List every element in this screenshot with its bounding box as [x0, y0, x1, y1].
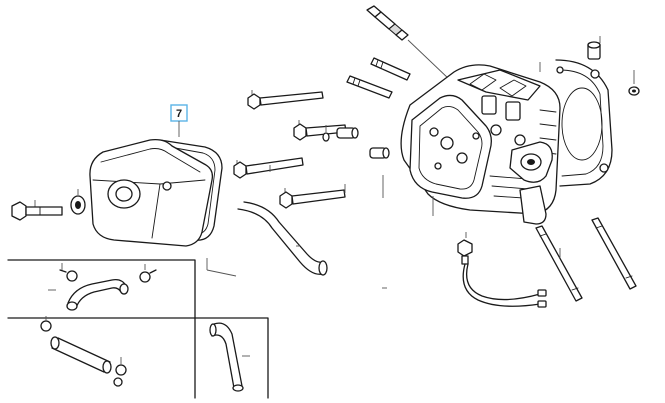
head-studs-lower[interactable] — [535, 217, 637, 302]
breather-hose[interactable] — [206, 201, 328, 277]
dowel-top-right[interactable] — [587, 36, 601, 60]
cover-washer[interactable] — [70, 189, 86, 215]
inset-frames — [7, 259, 269, 399]
cover-stud[interactable] — [233, 157, 304, 179]
head-studs-upper[interactable] — [346, 57, 411, 99]
spark-plug[interactable] — [366, 5, 451, 81]
inset-straight-hose[interactable] — [40, 316, 127, 387]
head-gasket[interactable] — [555, 59, 613, 187]
inset-hose-with-clamps[interactable] — [48, 263, 157, 311]
callout-7[interactable]: 7 — [170, 104, 188, 137]
dowel-pins[interactable] — [322, 125, 390, 159]
inset-bent-hose[interactable] — [209, 322, 250, 392]
leader-lines — [269, 165, 561, 258]
stray-marks — [296, 245, 387, 289]
washer-right[interactable] — [628, 70, 640, 96]
cylinder-head[interactable] — [400, 62, 561, 225]
temperature-sensor[interactable] — [457, 232, 547, 308]
rocker-cover[interactable] — [89, 138, 214, 247]
head-bolts[interactable] — [247, 90, 347, 209]
cover-bolt[interactable] — [11, 200, 63, 221]
callout-7-label: 7 — [176, 108, 182, 120]
